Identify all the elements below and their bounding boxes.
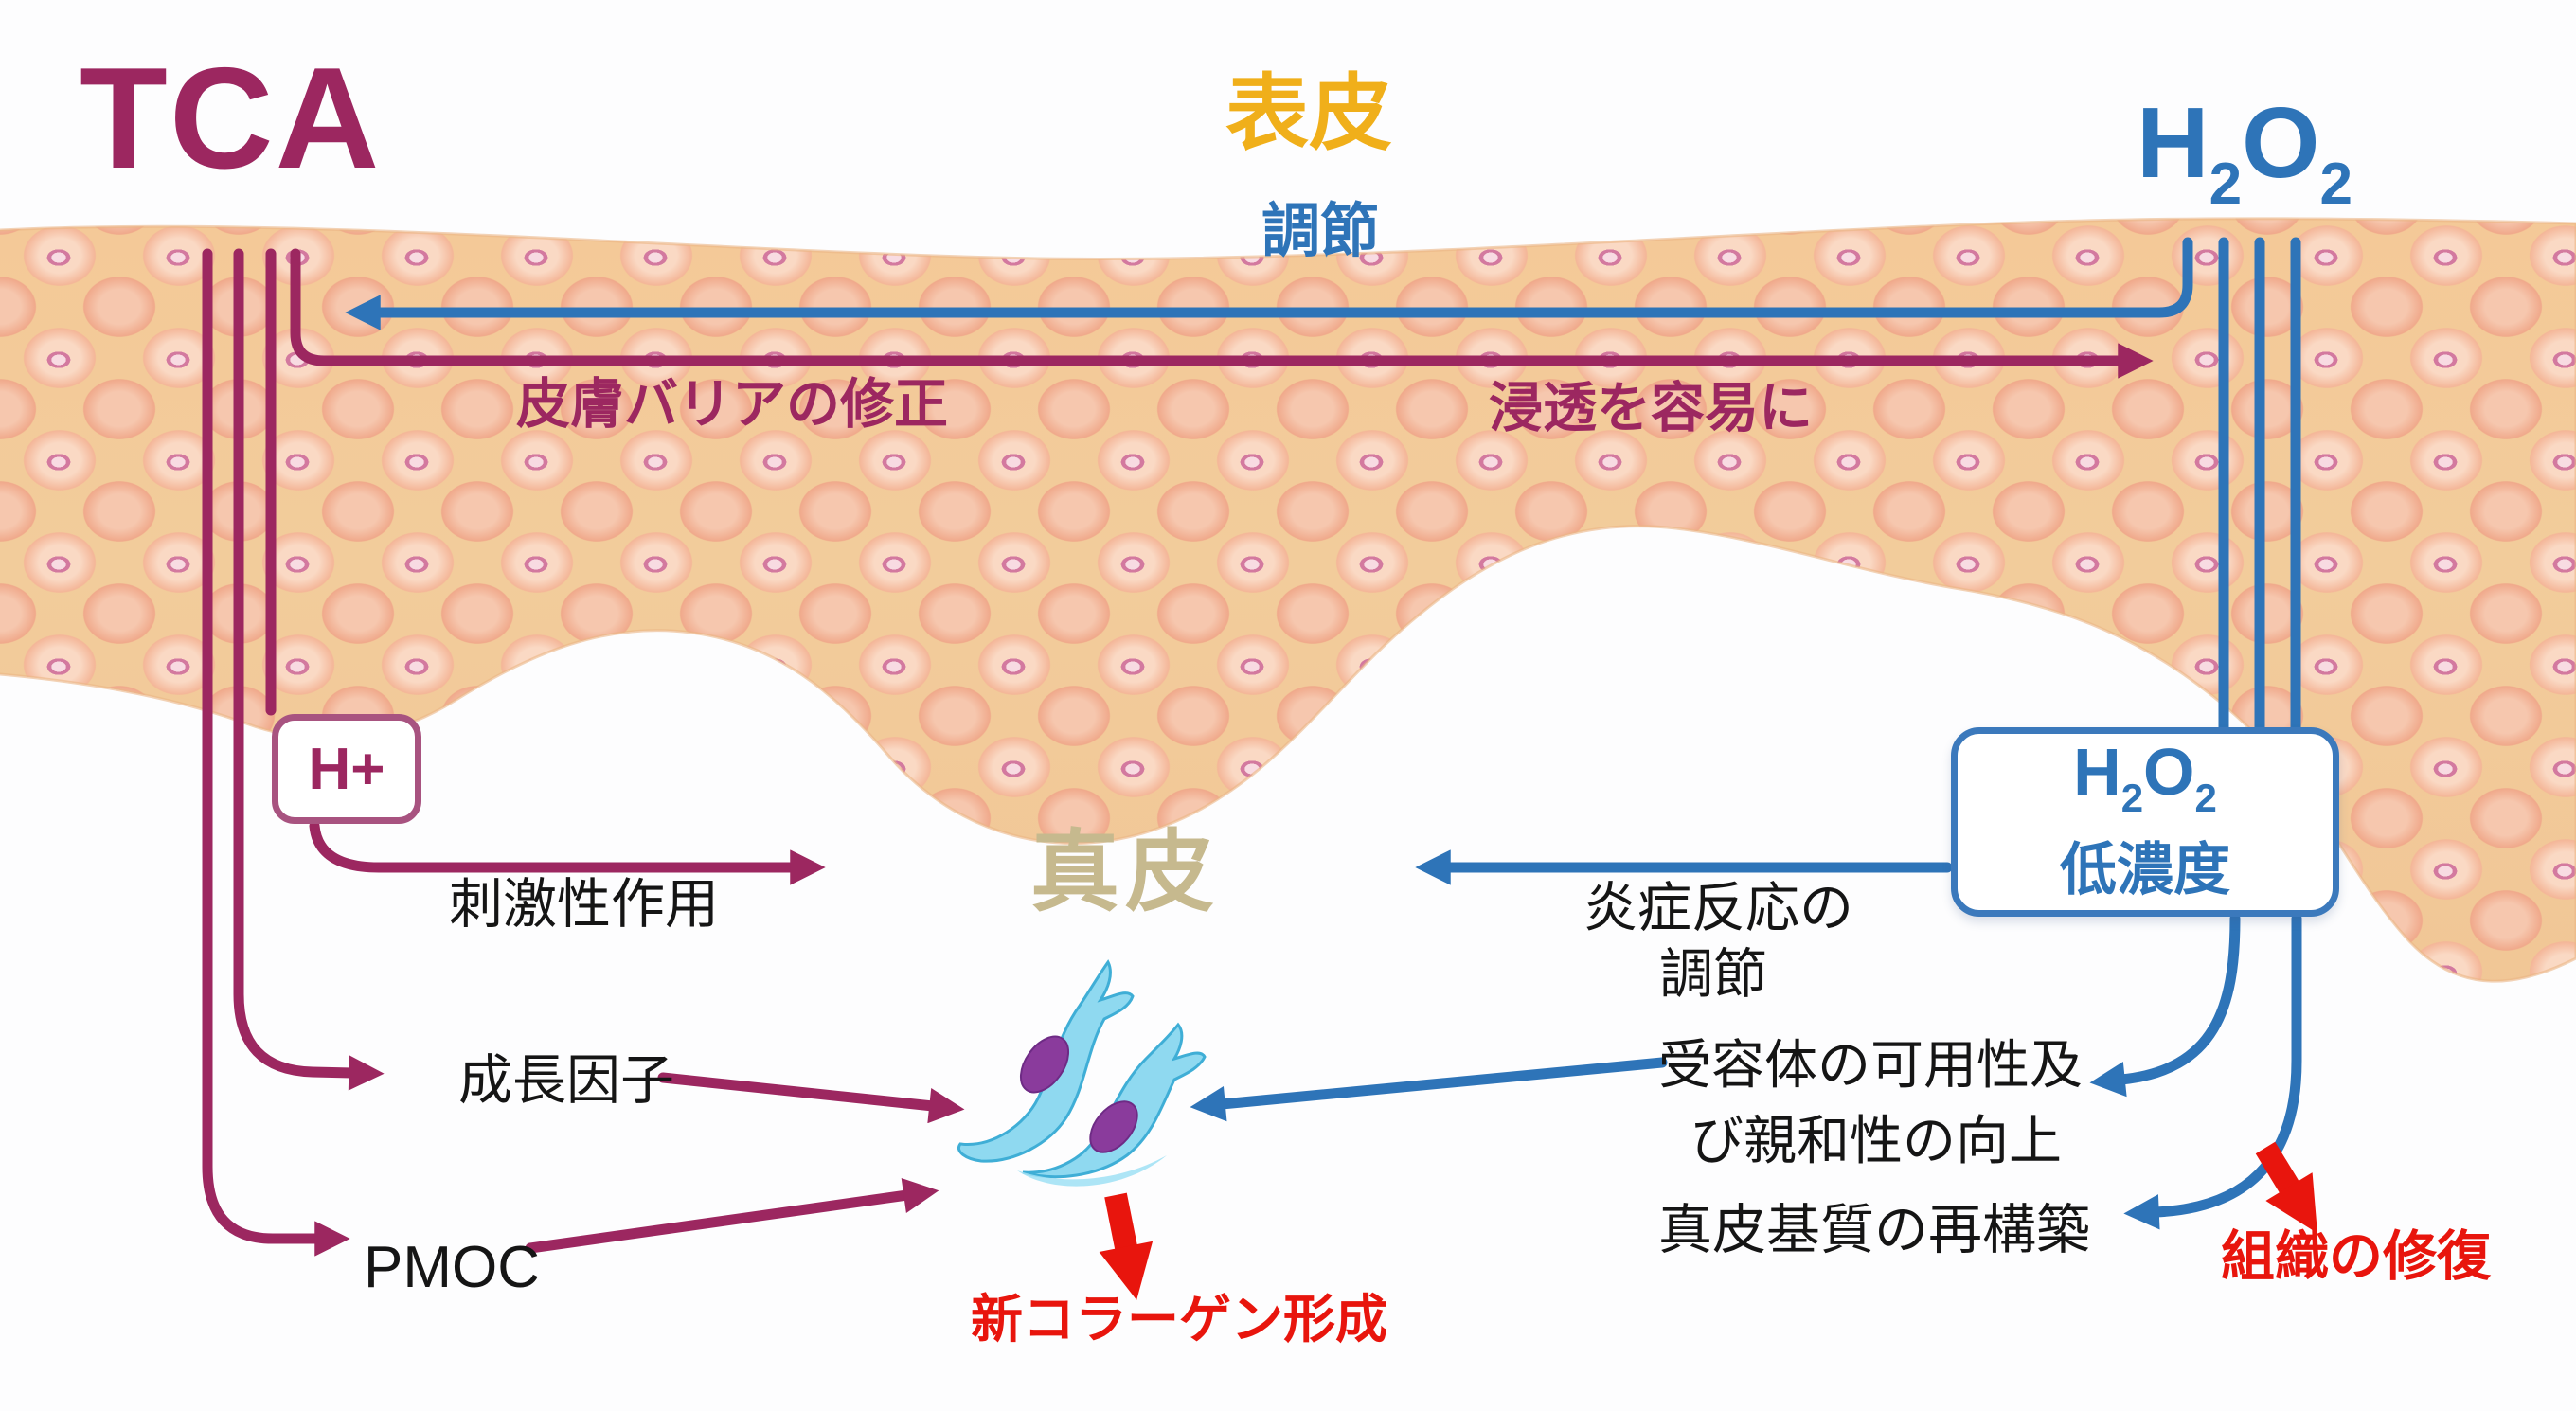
- h2o2-title: H2O2: [2137, 87, 2352, 217]
- tca-penetration-arrow: [290, 248, 2154, 379]
- barrier-correction-label: 皮膚バリアの修正: [516, 374, 948, 435]
- receptor-label-line1: 受容体の可用性及: [1658, 1035, 2083, 1095]
- pmoc-label: PMOC: [364, 1235, 540, 1300]
- dermis-label: 真皮: [1030, 822, 1221, 921]
- tca-line-to-pmoc: [202, 248, 350, 1257]
- receptor-to-cells-arrow: [1190, 1057, 1668, 1122]
- h-plus-box: H+: [272, 714, 421, 824]
- new-collagen-label: 新コラーゲン形成: [971, 1290, 1388, 1348]
- tissue-repair-diagonal-arrow: [2255, 1141, 2317, 1234]
- dermal-matrix-label: 真皮基質の再構築: [1658, 1200, 2090, 1260]
- growth-factor-to-cells-arrow: [657, 1072, 965, 1124]
- box-matrix-curve-arrow: [2123, 913, 2302, 1230]
- low-concentration-label: 低濃度: [2060, 837, 2230, 902]
- h2o2-regulation-arrow: [345, 237, 2193, 330]
- tca-line-to-growth-factor: [233, 248, 385, 1091]
- penetration-label: 浸透を容易に: [1489, 378, 1813, 438]
- inflammation-label-line2: 調節: [1659, 944, 1767, 1005]
- hplus-irritant-arrow: [309, 820, 826, 885]
- fibroblast-cells-illustration: [957, 959, 1207, 1187]
- growth-factor-label: 成長因子: [458, 1050, 674, 1111]
- new-collagen-down-arrow: [1099, 1192, 1154, 1300]
- h2o2-low-concentration-box: H2O2 低濃度: [1951, 727, 2339, 917]
- inflammation-label-line1: 炎症反応の: [1583, 878, 1853, 938]
- pmoc-to-cells-arrow: [525, 1178, 939, 1254]
- h2o2-box-formula: H2O2: [2073, 734, 2217, 820]
- irritant-action-label: 刺激性作用: [449, 874, 719, 935]
- tissue-repair-label: 組織の修復: [2221, 1226, 2491, 1287]
- epidermis-label: 表皮: [1225, 66, 1393, 160]
- skin-outline: [0, 217, 2576, 983]
- receptor-label-line2: び親和性の向上: [1690, 1111, 2062, 1170]
- tca-title: TCA: [80, 38, 382, 199]
- regulation-top-label: 調節: [1261, 199, 1380, 264]
- box-receptor-curve-arrow: [2089, 913, 2241, 1098]
- h-plus-label: H+: [308, 736, 385, 802]
